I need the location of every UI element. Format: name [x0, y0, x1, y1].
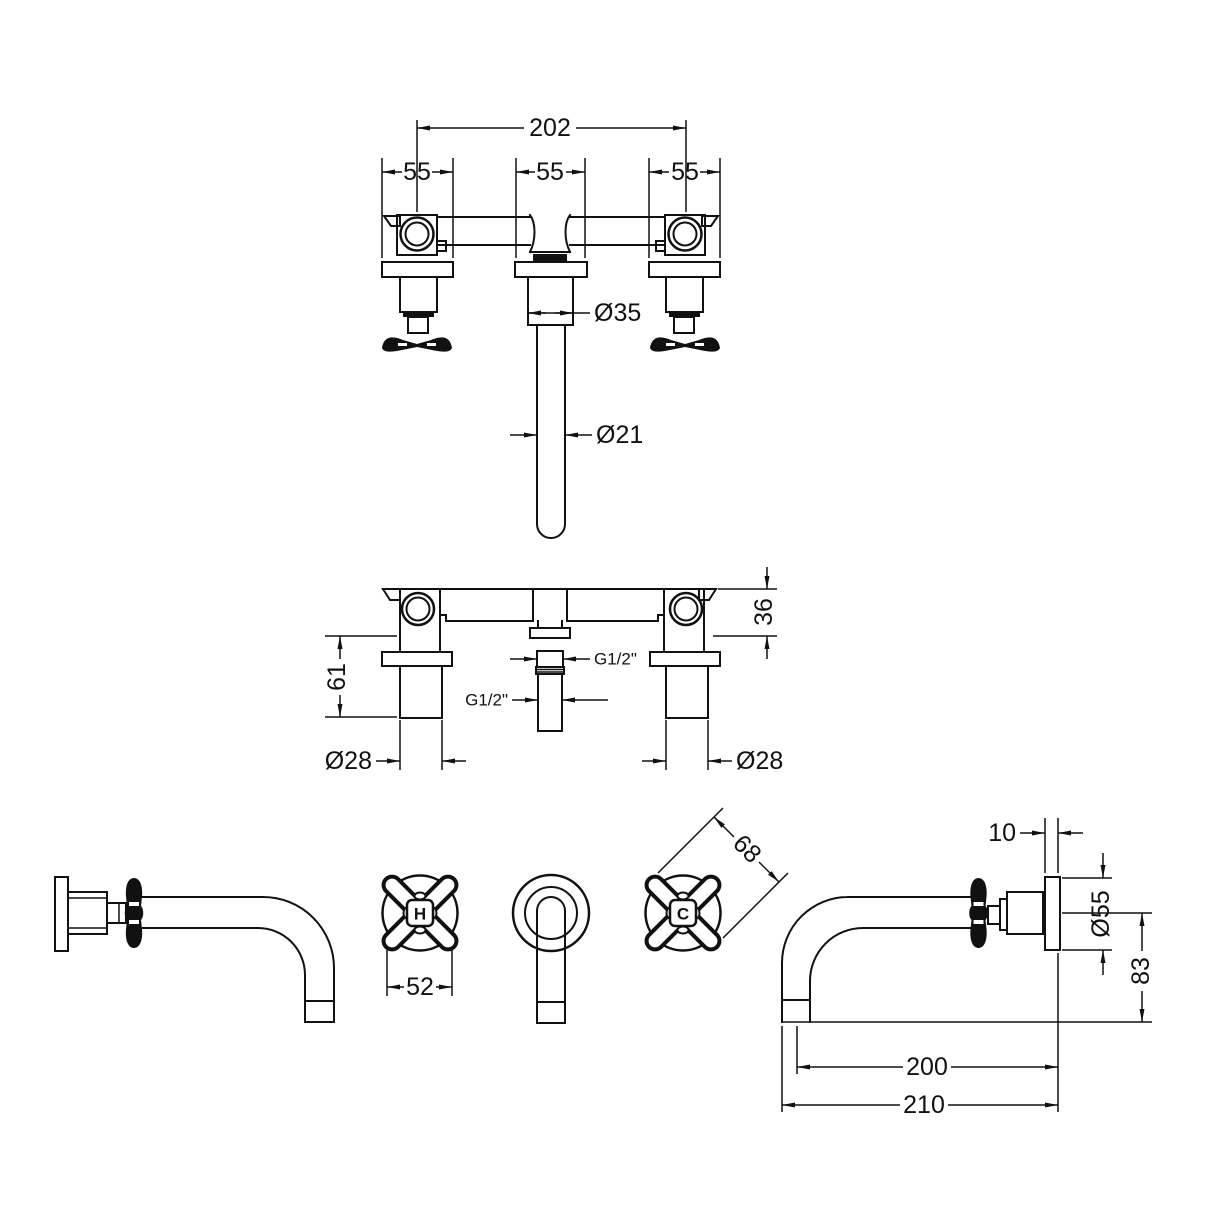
svg-text:52: 52 [406, 973, 434, 1001]
wall-plate-side [1044, 876, 1061, 951]
spout-side-left [142, 895, 336, 1023]
dim-55-left: 55 [381, 158, 454, 258]
handle-side-icon [969, 878, 988, 948]
center-wall-plate [514, 261, 588, 278]
spout-tube-top-view [536, 324, 566, 539]
top-view: 202 55 55 55 Ø35 [381, 114, 721, 539]
svg-text:200: 200 [906, 1053, 948, 1081]
spout-front-view [511, 873, 591, 1024]
svg-text:55: 55 [671, 158, 699, 186]
mounting-bar-top-view [436, 216, 666, 246]
dim-202-overall: 202 [416, 114, 687, 212]
svg-text:10: 10 [988, 819, 1016, 847]
svg-text:36: 36 [750, 598, 778, 626]
spout-side-view: 10 Ø55 83 200 210 [780, 818, 1155, 1119]
left-wall-plate [381, 261, 454, 278]
spout-tube-front [535, 896, 567, 1024]
wall-plate-side [54, 876, 69, 952]
dim-dia21-spout-tube: Ø21 [510, 421, 643, 449]
dim-36-depth: 36 [713, 567, 778, 659]
cold-handle-letter: C [677, 905, 689, 924]
dim-dia28-left: Ø28 [325, 720, 466, 775]
dim-10-plate-thickness: 10 [988, 818, 1083, 873]
dim-55-center: 55 [515, 158, 586, 258]
dim-61-body-height: 61 [323, 635, 397, 718]
svg-text:55: 55 [536, 158, 564, 186]
dim-g12-bottom: G1/2" [465, 691, 608, 710]
svg-text:Ø28: Ø28 [325, 747, 372, 775]
hot-handle-top-icon [382, 337, 452, 352]
svg-text:G1/2": G1/2" [465, 691, 508, 710]
front-view: G1/2" G1/2" 36 61 Ø28 [323, 567, 783, 775]
right-wall-plate [648, 261, 721, 278]
dim-210-overall-reach: 210 [781, 953, 1059, 1119]
inlet-tailpiece [535, 650, 565, 732]
dim-dia35-spout-base: Ø35 [528, 299, 641, 327]
spout-side-right [780, 895, 971, 1023]
svg-text:Ø35: Ø35 [594, 299, 641, 327]
hot-handle-front-view: H 52 [378, 871, 462, 1001]
dim-83-drop: 83 [1062, 912, 1155, 1022]
dim-dia28-right: Ø28 [642, 720, 783, 775]
svg-text:Ø28: Ø28 [736, 747, 783, 775]
dim-dia55-plate: Ø55 [1062, 853, 1115, 975]
dim-200-reach: 200 [796, 1026, 1058, 1081]
svg-text:83: 83 [1127, 957, 1155, 985]
dim-52-handle-width: 52 [386, 950, 453, 1001]
hot-handle-letter: H [414, 905, 426, 924]
handle-side-icon [124, 878, 144, 948]
cold-handle-diagonal-view: C 68 [641, 807, 789, 955]
side-view-left [54, 876, 336, 1023]
svg-text:Ø21: Ø21 [596, 421, 643, 449]
dim-55-right: 55 [648, 158, 721, 258]
svg-text:202: 202 [529, 114, 571, 142]
svg-text:55: 55 [403, 158, 431, 186]
svg-text:G1/2": G1/2" [594, 650, 637, 669]
svg-text:61: 61 [323, 663, 351, 691]
cold-handle-top-icon [650, 337, 720, 352]
svg-text:210: 210 [903, 1091, 945, 1119]
dim-g12-top: G1/2" [510, 650, 637, 669]
svg-text:Ø55: Ø55 [1087, 890, 1115, 937]
